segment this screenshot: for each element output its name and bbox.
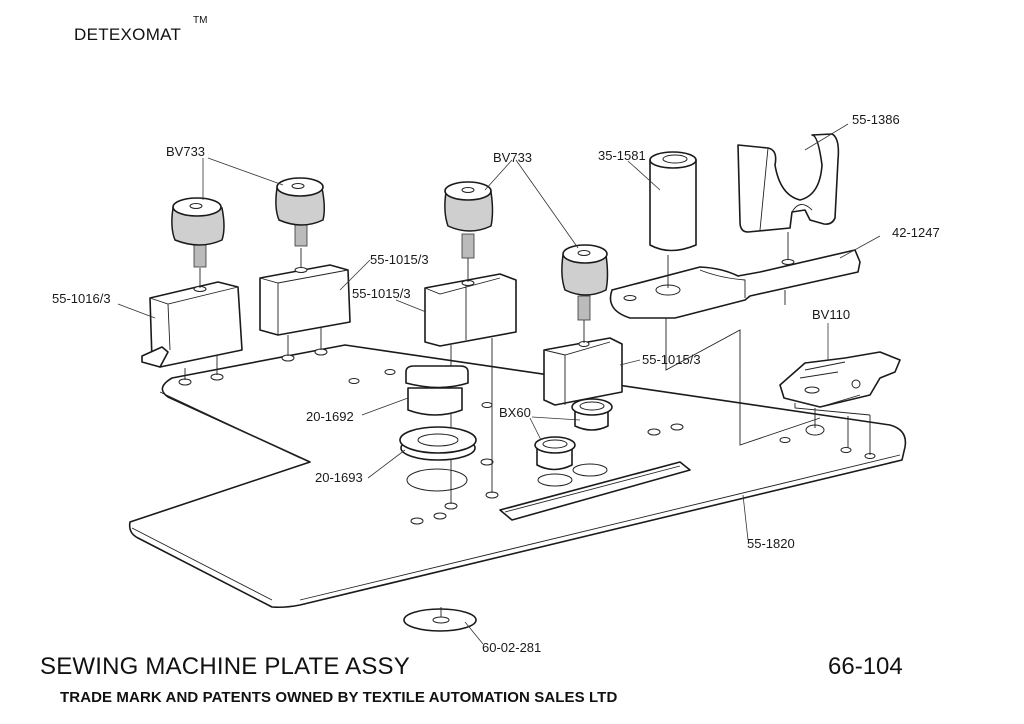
label-55-1015-c: 55-1015/3 — [642, 352, 701, 367]
label-60-02-281: 60-02-281 — [482, 640, 542, 655]
drawing-number: 66-104 — [828, 653, 903, 680]
label-42-1247: 42-1247 — [892, 225, 940, 240]
brand-name: DETEXOMAT — [74, 25, 182, 44]
cap-bx60-1 — [534, 436, 576, 471]
anti-vibration-mount-bv733-1 — [171, 197, 225, 288]
grommet-20-1693 — [399, 426, 477, 461]
anti-vibration-mount-bv733-4 — [561, 244, 609, 343]
sleeve-35-1581 — [649, 151, 697, 252]
label-55-1820: 55-1820 — [747, 536, 795, 551]
foot-60-02-281 — [403, 607, 477, 632]
base-plate-55-1820 — [128, 344, 907, 609]
leader-lines — [117, 123, 881, 645]
label-bx60: BX60 — [499, 405, 531, 420]
anti-vibration-mount-bv733-2 — [275, 177, 326, 268]
latch-bv110 — [779, 351, 901, 455]
label-20-1693: 20-1693 — [315, 470, 363, 485]
bushing-20-1692 — [405, 365, 469, 416]
block-55-1015-left — [259, 264, 351, 356]
holder-55-1386 — [737, 133, 840, 233]
cap-bx60-2 — [571, 398, 613, 431]
trademark-footer: TRADE MARK AND PATENTS OWNED BY TEXTILE … — [60, 689, 618, 706]
label-35-1581: 35-1581 — [598, 148, 646, 163]
label-55-1015-a: 55-1015/3 — [370, 252, 429, 267]
block-55-1015-right — [543, 337, 623, 406]
bracket-42-1247 — [609, 232, 861, 446]
label-20-1692: 20-1692 — [306, 409, 354, 424]
label-55-1016: 55-1016/3 — [52, 291, 111, 306]
block-55-1015-middle — [424, 273, 517, 504]
label-55-1386: 55-1386 — [852, 112, 900, 127]
label-55-1015-b: 55-1015/3 — [352, 286, 411, 301]
label-bv733-left: BV733 — [166, 144, 206, 159]
label-bv110: BV110 — [812, 307, 851, 322]
trademark-symbol: TM — [193, 15, 208, 26]
drawing-title: SEWING MACHINE PLATE ASSY — [40, 653, 410, 680]
block-55-1016 — [141, 281, 243, 380]
anti-vibration-mount-bv733-3 — [444, 181, 494, 282]
label-bv733-middle: BV733 — [493, 150, 533, 165]
